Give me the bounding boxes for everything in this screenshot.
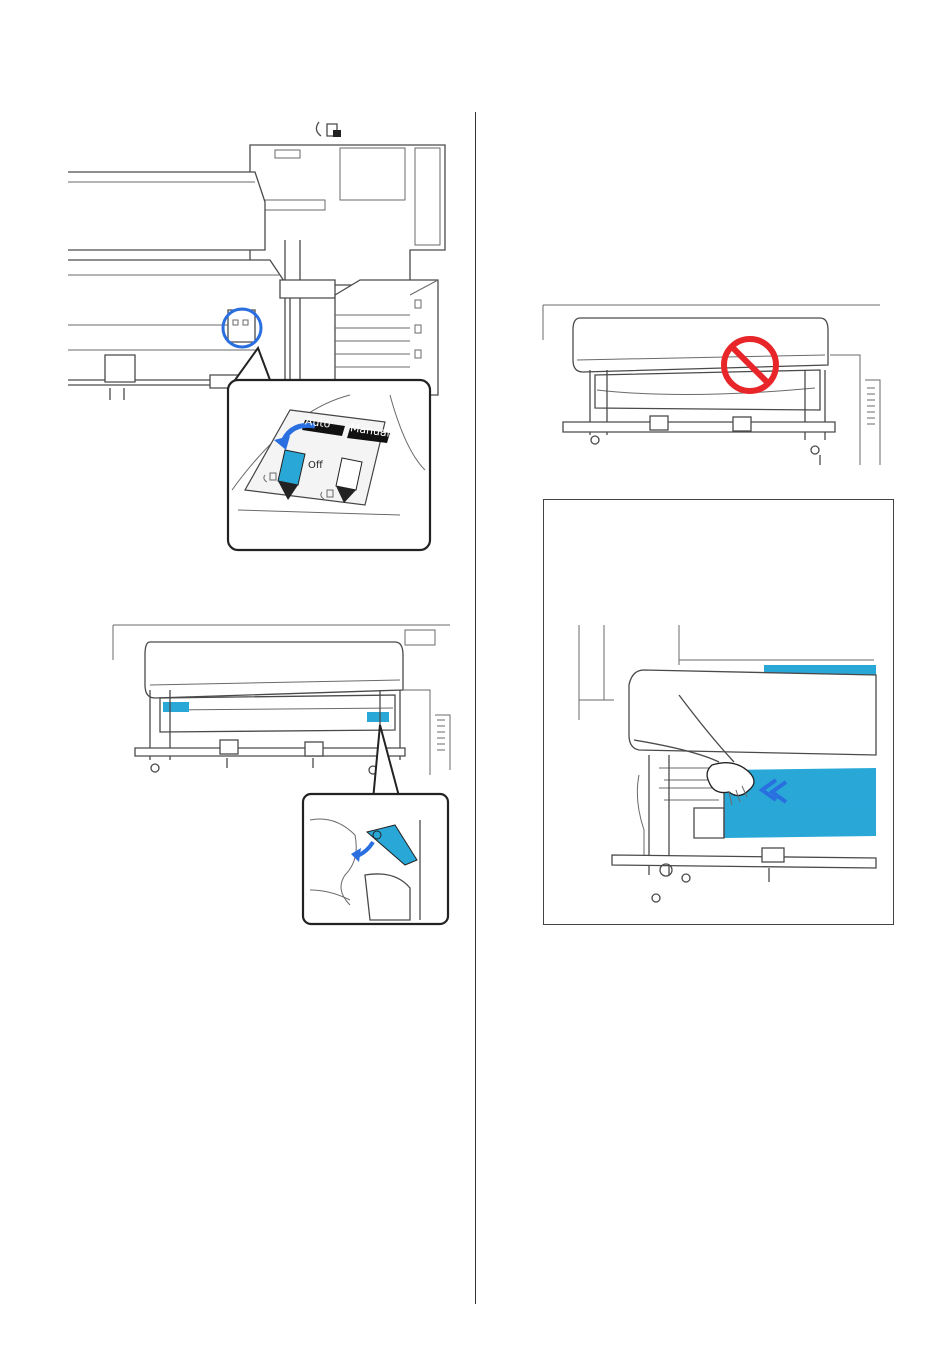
figure-take-up-switch: Auto Manual Off	[60, 110, 460, 555]
figure-prohibited	[535, 300, 885, 475]
column-divider	[475, 112, 476, 1304]
printer-illustration-1	[60, 110, 460, 555]
printer-illustration-3	[535, 300, 885, 475]
switch-label-off: Off	[308, 460, 323, 471]
auto-take-up-lock-icon	[316, 122, 341, 137]
figure-lever-down	[105, 620, 455, 930]
printer-illustration-4	[544, 500, 893, 924]
figure-hand-feed-box	[543, 499, 894, 925]
printer-illustration-2	[105, 620, 455, 930]
